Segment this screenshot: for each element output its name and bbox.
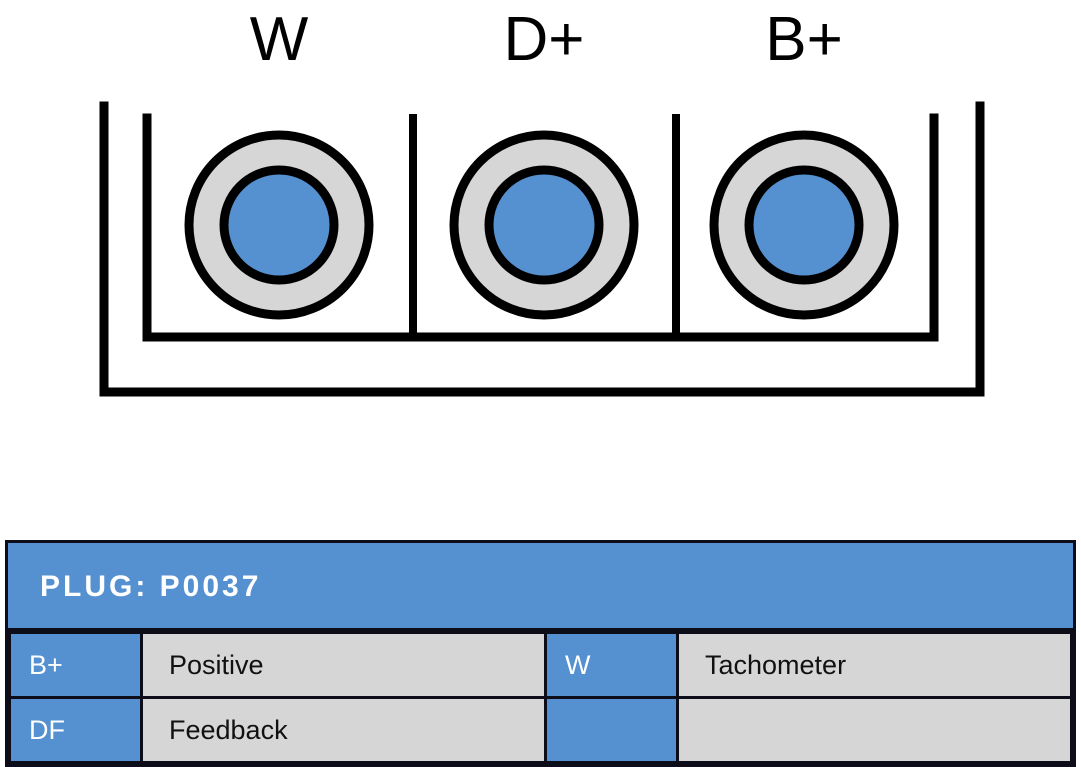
pin-code-cell-empty [544,696,679,764]
table-row: B+ Positive W Tachometer [8,631,1073,699]
connector-diagram: W D+ B+ [99,5,985,397]
connector-inner-housing [142,113,939,342]
terminal-label-w: W [250,5,309,74]
terminal-socket-w [184,130,374,320]
plug-legend-table: PLUG: P0037 B+ Positive W Tachometer DF … [5,540,1076,767]
pin-code-cell: W [544,631,679,699]
connector-diagram-svg: W D+ B+ [99,5,985,397]
pinout-table: B+ Positive W Tachometer DF Feedback [8,631,1073,764]
pin-code-cell: B+ [8,631,143,699]
terminal-label-dplus: D+ [504,5,585,74]
pin-description-cell: Tachometer [676,631,1073,699]
pin-description-cell: Feedback [140,696,547,764]
terminal-socket-dplus [449,130,639,320]
terminal-socket-bplus [709,130,899,320]
terminal-label-bplus: B+ [765,5,843,74]
plug-legend-title: PLUG: P0037 [8,543,1073,631]
pin-code-cell: DF [8,696,143,764]
pin-description-cell: Positive [140,631,547,699]
table-row: DF Feedback [8,696,1073,764]
pin-description-cell-empty [676,696,1073,764]
connector-outer-housing [99,101,985,397]
